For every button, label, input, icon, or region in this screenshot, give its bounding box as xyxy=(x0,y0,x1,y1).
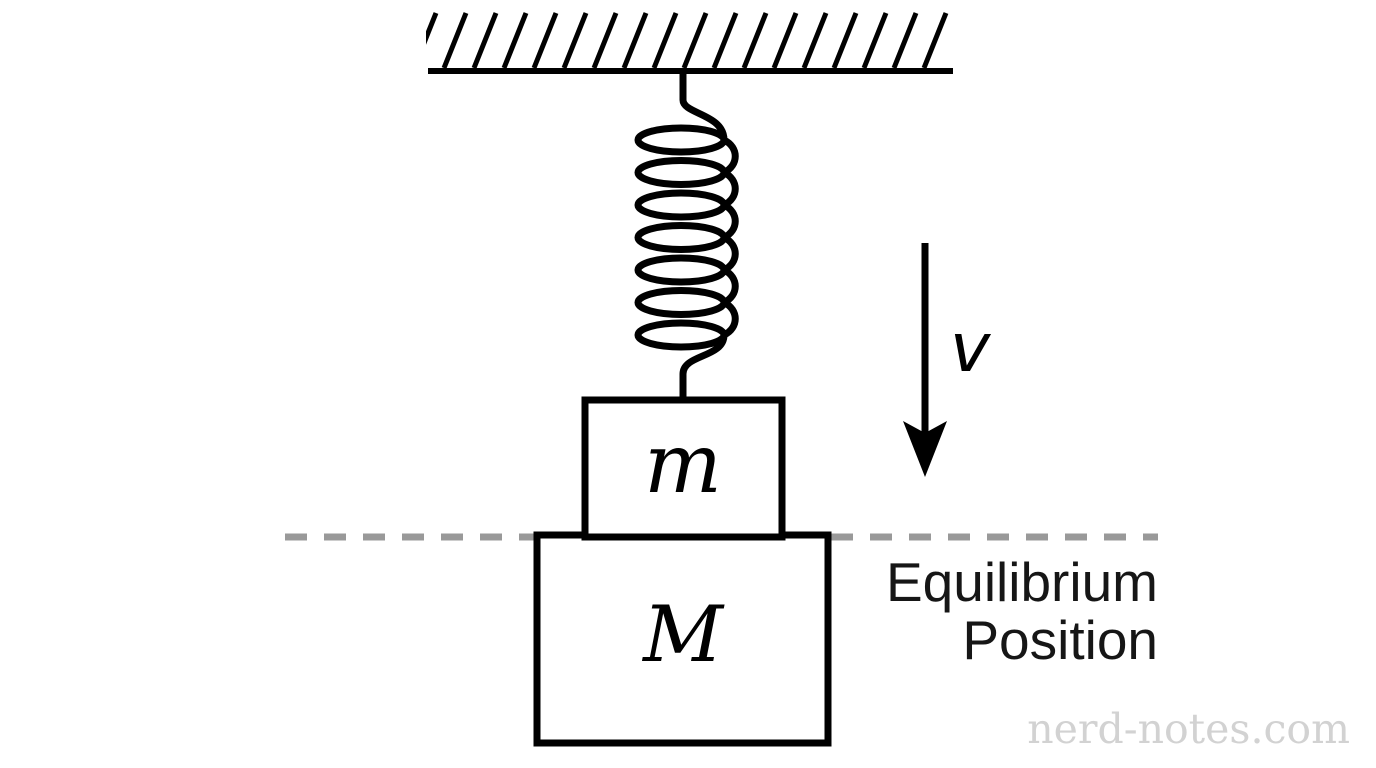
hatch-stroke xyxy=(621,12,649,69)
hatch-stroke xyxy=(681,12,709,69)
lower-mass-label: M xyxy=(641,590,725,680)
watermark: nerd-notes.com xyxy=(1027,705,1350,753)
velocity-arrowhead-icon xyxy=(903,421,947,477)
velocity-label: v xyxy=(950,309,992,388)
hatch-stroke xyxy=(741,12,769,69)
hatch-stroke xyxy=(561,12,589,69)
hatch-stroke xyxy=(891,12,919,69)
hatch-stroke xyxy=(531,12,559,69)
hatch-stroke xyxy=(711,12,739,69)
hatch-stroke xyxy=(651,12,679,69)
lower-mass-block: M xyxy=(533,531,832,747)
hatch-stroke xyxy=(441,12,469,69)
hatch-stroke xyxy=(501,12,529,69)
upper-mass-box xyxy=(581,396,786,541)
hatch-stroke xyxy=(771,12,799,69)
equilibrium-caption-line2: Position xyxy=(962,609,1158,671)
equilibrium-caption: Equilibrium Position xyxy=(886,551,1158,671)
upper-mass-label: m xyxy=(644,417,722,512)
hatch-stroke xyxy=(471,12,499,69)
hatch-stroke xyxy=(801,12,829,69)
hatch-stroke xyxy=(426,12,439,45)
spring-icon xyxy=(634,71,739,400)
hatch-stroke xyxy=(861,12,889,69)
upper-mass-block: m xyxy=(581,396,786,541)
velocity-arrow: v xyxy=(903,243,992,477)
hatch-stroke xyxy=(921,12,949,69)
ceiling xyxy=(426,12,953,74)
hatch-stroke xyxy=(831,12,859,69)
equilibrium-caption-line1: Equilibrium xyxy=(886,551,1158,613)
ceiling-hatching-icon xyxy=(426,12,949,69)
hatch-stroke xyxy=(591,12,619,69)
